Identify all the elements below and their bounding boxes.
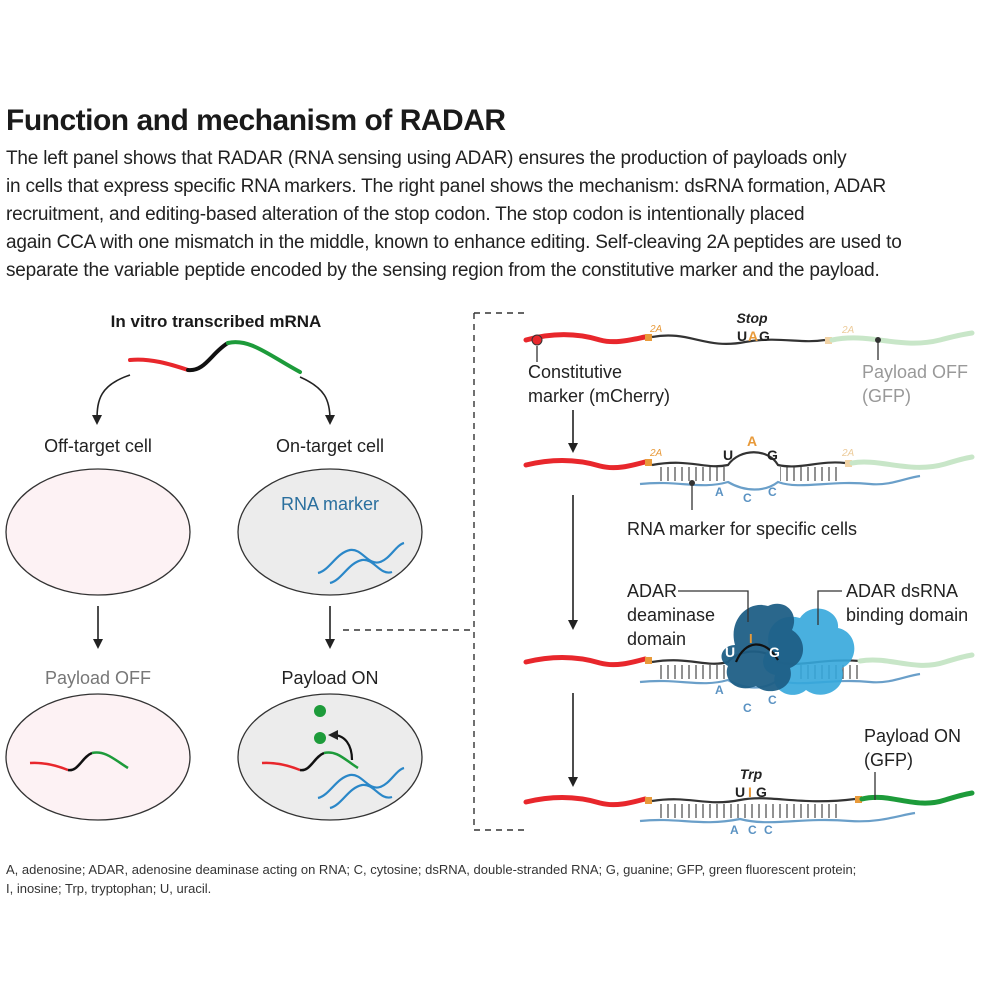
constitutive-marker-label: Constitutive (528, 362, 622, 382)
gfp-protein-dot (314, 705, 326, 717)
adar-deaminase-domain (721, 603, 804, 692)
marker-letter: C (743, 491, 752, 505)
constitutive-marker-label: marker (mCherry) (528, 386, 670, 406)
payload-on-gfp-label: Payload ON (864, 726, 961, 746)
right-panel: 2A 2A Stop U A G Constitutive marker (mC… (523, 310, 975, 837)
adar-binding-label: binding domain (846, 605, 968, 625)
codon-letter: U (723, 447, 733, 463)
mrna-label: In vitro transcribed mRNA (111, 312, 322, 331)
adar-deaminase-label: deaminase (627, 605, 715, 625)
codon-letter: A (748, 328, 758, 344)
translation-arrow (328, 730, 354, 761)
codon-letter: A (747, 433, 757, 449)
payload-on-label: Payload ON (281, 668, 378, 688)
on-target-cell (237, 468, 423, 596)
marker-letter: C (748, 823, 757, 837)
stop-label: Stop (736, 310, 768, 326)
left-panel: In vitro transcribed mRNA Off-target cel… (5, 312, 423, 821)
tag-2a: 2A (649, 324, 663, 335)
step-4-payload-on: Trp U I G A C C Payload ON (GFP) (523, 726, 975, 837)
payload-off-gfp-label: (GFP) (862, 386, 911, 406)
codon-letter: U (737, 328, 747, 344)
on-target-cell-label: On-target cell (276, 436, 384, 456)
rna-marker-strands (317, 541, 405, 585)
off-target-cell (5, 468, 191, 596)
codon-letter: G (756, 784, 767, 800)
page-description: The left panel shows that RADAR (RNA sen… (6, 145, 966, 285)
rna-marker-label: RNA marker (281, 494, 379, 514)
payload-on-gfp-label: (GFP) (864, 750, 913, 770)
marker-letter: C (743, 701, 752, 715)
panel-connector (343, 312, 525, 831)
description-line: recruitment, and editing-based alteratio… (6, 204, 805, 225)
marker-letter: C (764, 823, 773, 837)
footnote-line: A, adenosine; ADAR, adenosine deaminase … (6, 862, 857, 877)
tag-2a: 2A (841, 325, 855, 336)
marker-letter: C (768, 485, 777, 499)
codon-letter: I (748, 784, 752, 800)
codon-letter: U (735, 784, 745, 800)
tag-2a: 2A (841, 448, 855, 459)
on-target-cell-result (237, 693, 423, 821)
adar-deaminase-label: ADAR (627, 581, 677, 601)
codon-letter: U (725, 644, 735, 660)
codon-letter: G (759, 328, 770, 344)
adar-deaminase-label: domain (627, 629, 686, 649)
off-target-cell-result (5, 693, 191, 821)
off-target-cell-label: Off-target cell (44, 436, 152, 456)
codon-letter: G (767, 447, 778, 463)
payload-off-gfp-label: Payload OFF (862, 362, 968, 382)
edited-letter: I (749, 631, 753, 646)
page-title: Function and mechanism of RADAR (6, 104, 506, 137)
description-line: The left panel shows that RADAR (RNA sen… (6, 148, 847, 169)
footnote: A, adenosine; ADAR, adenosine deaminase … (6, 860, 966, 898)
arrow-to-off-target (92, 374, 131, 425)
step-1-transcript: 2A 2A Stop U A G Constitutive marker (mC… (523, 310, 975, 406)
marker-letter: C (768, 693, 777, 707)
adar-binding-label: ADAR dsRNA (846, 581, 958, 601)
payload-off-label: Payload OFF (45, 668, 151, 688)
description-line: again CCA with one mismatch in the middl… (6, 232, 902, 253)
mrna-in-off-cell (29, 751, 129, 772)
step-3-adar-recruitment: U I G A C C ADAR deaminase domain ADAR d… (523, 581, 975, 715)
arrow-to-on-target (299, 376, 335, 425)
footnote-line: I, inosine; Trp, tryptophan; U, uracil. (6, 881, 212, 896)
gfp-protein-dot (314, 732, 326, 744)
tag-2a: 2A (649, 448, 663, 459)
mrna-strand (128, 340, 302, 374)
step-2-dsrna-formation: 2A 2A U A G A C C RNA marker for specifi… (523, 433, 975, 539)
rna-marker-specific-label: RNA marker for specific cells (627, 519, 857, 539)
marker-letter: A (715, 485, 724, 499)
marker-letter: A (715, 683, 724, 697)
marker-letter: A (730, 823, 739, 837)
description-line: separate the variable peptide encoded by… (6, 260, 880, 281)
trp-label: Trp (740, 766, 763, 782)
codon-letter: G (769, 644, 780, 660)
description-line: in cells that express specific RNA marke… (6, 176, 887, 197)
mrna-in-on-cell (261, 751, 405, 810)
